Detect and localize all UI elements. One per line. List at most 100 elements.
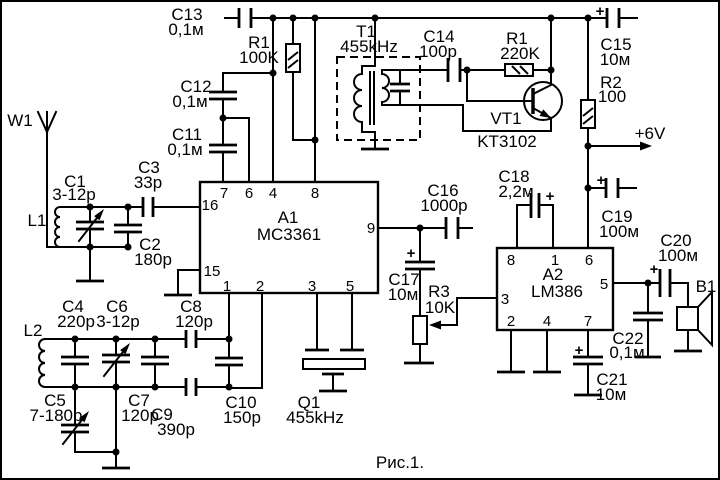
supply-arrow: +6V <box>584 124 666 151</box>
input-tank: L1 C1 3-12p C2 180p C3 33p <box>28 158 201 283</box>
capacitor-c19: + C19 100м <box>584 172 639 241</box>
c22-ref: C22 <box>612 329 643 348</box>
c6-value: 3-12p <box>96 312 139 331</box>
capacitor-c15: + C15 10м <box>596 3 632 69</box>
capacitor-c14: C14 100p <box>419 27 506 82</box>
c22-value: 0,1м <box>609 343 644 362</box>
c2-value: 180p <box>134 250 172 269</box>
c20-polarity: + <box>650 261 659 278</box>
c14-value: 100p <box>419 42 457 61</box>
vt1-ref: VT1 <box>490 109 521 128</box>
c12-value: 0,1м <box>172 92 207 111</box>
a1-part: MC3361 <box>257 225 321 244</box>
decoupling-c12-c11: C12 0,1м C11 0,1м <box>167 17 316 183</box>
l2-ref: L2 <box>24 321 43 340</box>
a1-pin16: 16 <box>202 197 219 214</box>
c13-value: 0,1м <box>168 20 203 39</box>
r3-ref: R3 <box>428 282 450 301</box>
c14-ref: C14 <box>423 27 454 46</box>
capacitor-c13: C13 0,1м <box>168 5 253 39</box>
c17-polarity: + <box>407 245 416 262</box>
a2-part: LM386 <box>531 282 583 301</box>
a1-pin5: 5 <box>346 278 354 295</box>
c4-ref: C4 <box>62 297 84 316</box>
a1-pin7: 7 <box>220 185 228 202</box>
t1-ref: T1 <box>356 22 376 41</box>
a2-pin5: 5 <box>600 276 608 293</box>
c19-ref: C19 <box>601 207 632 226</box>
speaker-b1: B1 <box>674 277 717 353</box>
r1b-ref: R1 <box>506 29 528 48</box>
c11-value: 0,1м <box>167 140 202 159</box>
r1a-ref: R1 <box>248 33 270 52</box>
ic-a1-mc3361: A1 MC3361 7 6 4 8 16 15 9 1 2 3 5 <box>198 180 380 295</box>
c4-value: 220p <box>57 312 95 331</box>
c13-ref: C13 <box>171 5 202 24</box>
resistor-r2: R2 100 <box>580 17 626 249</box>
c18-value: 2,2м <box>498 182 533 201</box>
supply-label: +6V <box>635 124 666 143</box>
a2-pin2: 2 <box>507 313 515 330</box>
c5-value: 7-180p <box>30 406 83 425</box>
c18-polarity: + <box>546 188 555 205</box>
a1-pin15: 15 <box>204 263 221 280</box>
audio-out-network: C16 1000p + C17 10м R3 10K <box>377 181 498 365</box>
c11-ref: C11 <box>172 125 202 144</box>
a1-pin8: 8 <box>311 185 319 202</box>
c19-value: 100м <box>599 222 639 241</box>
vt1-part: KT3102 <box>477 132 537 151</box>
c3-value: 33p <box>134 173 162 192</box>
ic-a2-lm386: A2 LM386 8 1 6 3 5 2 4 7 <box>495 246 615 332</box>
r2-value: 100 <box>598 87 626 106</box>
resistor-r1-220k: R1 220K <box>500 29 555 77</box>
c9-ref: C9 <box>151 405 173 424</box>
q1-value: 455kHz <box>286 408 344 427</box>
a2-pin3: 3 <box>501 291 509 308</box>
r2-ref: R2 <box>600 73 622 92</box>
r1b-value: 220K <box>500 44 540 63</box>
c19-polarity: + <box>597 172 606 189</box>
c1-ref: C1 <box>64 172 86 191</box>
a1-pin1: 1 <box>223 278 231 295</box>
q1-ref: Q1 <box>298 393 321 412</box>
c8-value: 120p <box>175 312 213 331</box>
c20-value: 100м <box>658 246 698 265</box>
a2-pin4: 4 <box>543 313 551 330</box>
c21-polarity: + <box>575 342 584 359</box>
b1-ref: B1 <box>696 277 717 296</box>
output-network: + C20 100м C22 0,1м <box>609 231 698 362</box>
c10-value: 150p <box>223 408 261 427</box>
a2-pin8: 8 <box>507 252 515 269</box>
c17-value: 10м <box>388 285 419 304</box>
r1a-value: 100K <box>239 48 279 67</box>
oscillator-tank: L2 C4 220p C6 3-12p C7 120p C8 120p C9 3… <box>24 292 263 470</box>
c1-value: 3-12p <box>52 185 95 204</box>
a1-pin6: 6 <box>245 185 253 202</box>
c10-ref: C10 <box>225 393 256 412</box>
c3-ref: C3 <box>138 158 160 177</box>
c21-ref: C21 <box>596 370 627 389</box>
a2-pin6: 6 <box>585 252 593 269</box>
t1-value: 455kHz <box>340 37 398 56</box>
a2-pin1: 1 <box>551 252 559 269</box>
a2-ref: A2 <box>543 265 564 284</box>
figure-caption: Рис.1. <box>376 453 424 472</box>
c15-polarity: + <box>596 3 605 20</box>
a2-grounds: + C21 10м <box>497 329 628 404</box>
c9-value: 390p <box>157 420 195 439</box>
capacitor-c18: + C18 2,2м <box>498 167 555 249</box>
a1-ref: A1 <box>278 208 299 227</box>
c7-ref: C7 <box>128 391 150 410</box>
c7-value: 120p <box>121 406 159 425</box>
a1-pin15-ground <box>164 269 201 297</box>
c16-value: 1000p <box>420 196 467 215</box>
c5-ref: C5 <box>44 391 66 410</box>
w1-ref: W1 <box>7 111 33 130</box>
a1-pin4: 4 <box>269 185 277 202</box>
c2-ref: C2 <box>139 235 161 254</box>
r3-value: 10K <box>425 298 456 317</box>
